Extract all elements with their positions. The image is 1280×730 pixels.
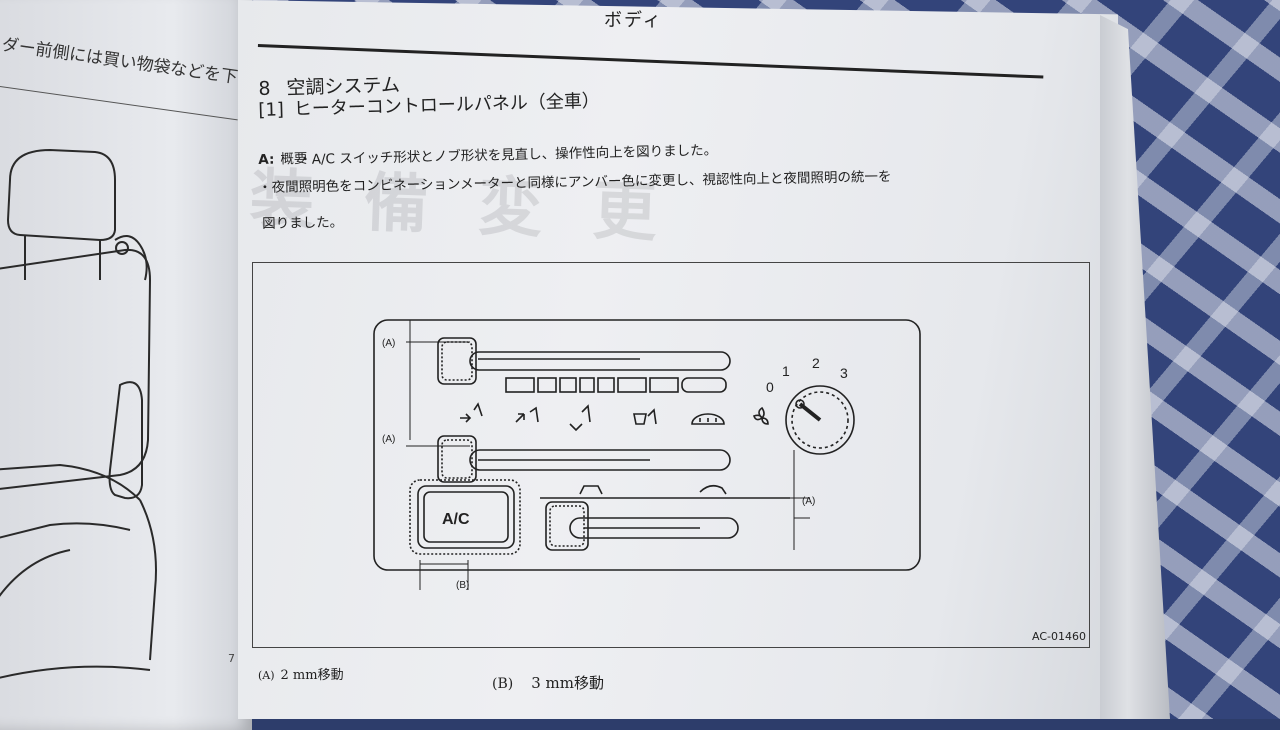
fan-speed-1: 1 — [782, 363, 790, 379]
caption-a-text: 2 mm移動 — [280, 668, 344, 683]
panel-outline — [373, 319, 921, 571]
vent-mode-icons — [460, 402, 725, 432]
callout-b: (B) — [456, 580, 469, 591]
callout-a-top: (A) — [382, 338, 395, 349]
caption-b: (B) 3 mm移動 — [492, 672, 604, 693]
recirc-icon — [699, 484, 727, 495]
left-page-rule — [0, 86, 238, 121]
caption-a-key: (A) — [258, 669, 275, 682]
fresh-air-icon — [579, 485, 603, 495]
right-page — [238, 0, 1118, 719]
fan-icon — [752, 406, 769, 425]
intake-slider-track — [569, 517, 739, 539]
fan-dial — [785, 385, 855, 455]
figure-id: AC-01460 — [1032, 630, 1086, 643]
figure-frame — [252, 262, 1090, 648]
fan-speed-0: 0 — [766, 379, 774, 395]
callout-a-right: (A) — [802, 496, 815, 507]
left-page: ダー前側には買い物袋などを下げ 7 — [0, 0, 256, 730]
fan-speed-2: 2 — [812, 355, 820, 371]
ac-switch — [417, 485, 515, 549]
bullet-3: 図りました。 — [262, 214, 344, 232]
heater-control-panel-diagram: A/C 0 1 2 3 (A) (A) (A) (B) — [373, 319, 921, 591]
fan-speed-3: 3 — [840, 365, 848, 381]
left-page-marker: 7 — [228, 652, 235, 665]
left-page-text: ダー前側には買い物袋などを下げ — [0, 34, 256, 91]
mode-knob — [437, 435, 477, 483]
mode-slider-track — [469, 449, 731, 471]
temp-scale — [505, 377, 727, 393]
ac-label: A/C — [442, 511, 470, 528]
dimension-lines — [406, 320, 810, 590]
page-header-title: ボディ — [604, 10, 663, 31]
temp-slider-track — [469, 351, 731, 371]
seat-illustration — [0, 148, 157, 679]
caption-b-text: 3 mm移動 — [531, 674, 604, 692]
subsection-number: [1] — [258, 99, 285, 121]
caption-b-key: (B) — [492, 676, 514, 692]
callout-a-middle: (A) — [382, 434, 395, 445]
caption-a: (A) 2 mm移動 — [258, 664, 344, 683]
overview-letter: A: — [258, 151, 275, 168]
intake-knob — [545, 501, 589, 551]
temp-knob — [437, 337, 477, 385]
